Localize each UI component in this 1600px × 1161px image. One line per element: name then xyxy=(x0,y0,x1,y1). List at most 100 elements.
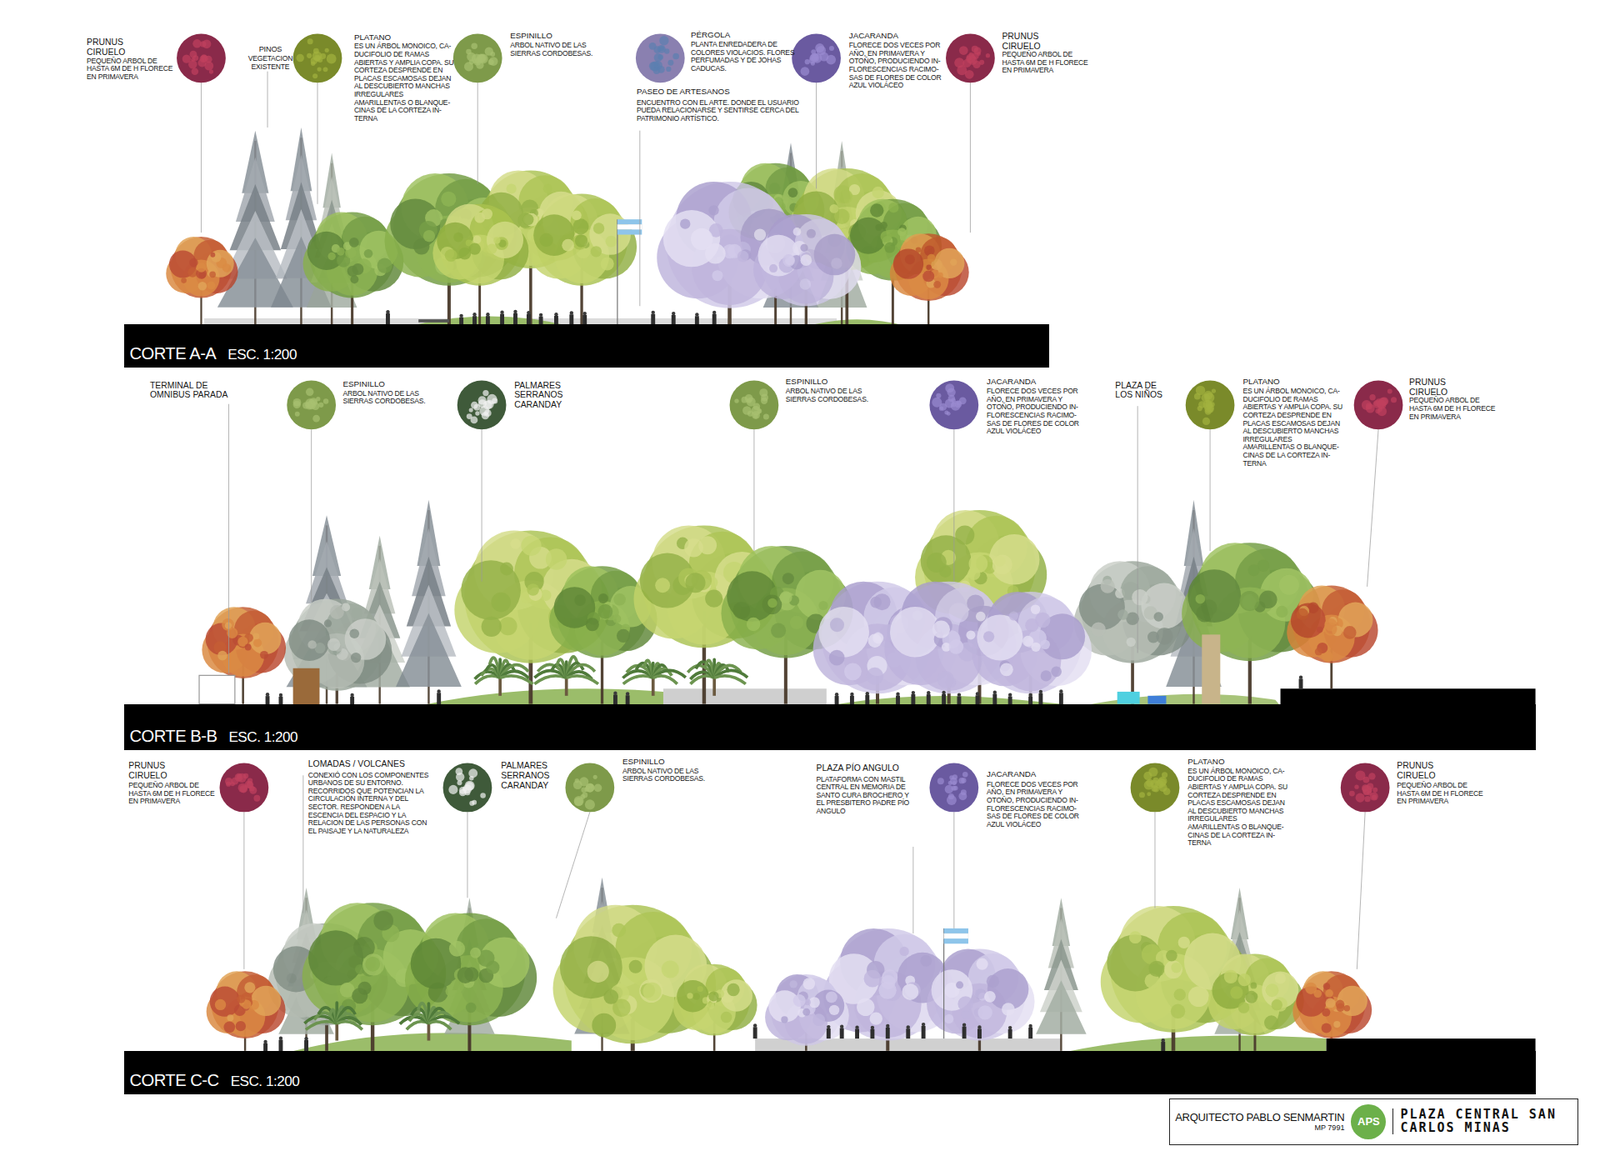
person-head xyxy=(459,314,463,318)
thumbnail-dot xyxy=(952,774,958,780)
tree xyxy=(753,214,861,325)
foliage xyxy=(643,982,662,1001)
foliage xyxy=(206,280,215,290)
species-note: ARBOL NATIVO DE LAS SIERRAS CORDOBESAS. xyxy=(510,41,602,58)
thumbnail-dot xyxy=(1362,776,1370,784)
thumbnail-dot xyxy=(948,780,953,785)
foliage xyxy=(965,630,975,640)
person-head xyxy=(1299,675,1303,679)
thumbnail-dot xyxy=(665,66,671,72)
foliage xyxy=(905,254,915,265)
species-note: PEQUEÑO ARBOL DE HASTA 6M DE H FLORECE E… xyxy=(86,57,174,82)
foliage xyxy=(249,622,282,655)
thumbnail-disc xyxy=(791,33,841,83)
thumbnail-dot xyxy=(759,388,768,397)
foliage xyxy=(932,620,950,639)
foliage xyxy=(871,186,884,199)
foliage xyxy=(365,956,380,972)
thumbnail-dot xyxy=(464,789,470,795)
thumbnail-dot xyxy=(326,54,337,65)
species-thumbnail xyxy=(635,33,685,83)
foliage xyxy=(1224,970,1238,984)
palm-frond xyxy=(318,1007,337,1024)
foliage xyxy=(481,616,502,637)
thumbnail-dot xyxy=(243,773,250,780)
foliage xyxy=(686,992,693,999)
thumbnail-dot xyxy=(1372,787,1378,793)
foliage xyxy=(1296,608,1309,620)
foliage xyxy=(351,607,363,619)
foliage xyxy=(575,234,588,247)
species-thumbnail xyxy=(176,33,226,83)
front-layer xyxy=(165,181,1378,1053)
foliage xyxy=(790,615,804,630)
foliage xyxy=(992,554,1013,575)
leader-line xyxy=(267,71,269,128)
species-name: PLATANO xyxy=(1187,757,1290,767)
leader-line xyxy=(1137,405,1139,653)
foliage xyxy=(198,281,208,291)
thumbnail-dot xyxy=(318,402,324,408)
species-name: PLATANO xyxy=(1242,377,1345,387)
thumbnail-dot xyxy=(1139,791,1145,798)
foliage xyxy=(976,615,1023,661)
tree xyxy=(206,970,286,1050)
foliage xyxy=(800,278,812,290)
person xyxy=(826,1025,831,1039)
person-head xyxy=(840,1025,844,1029)
thumbnail-dot xyxy=(734,398,739,403)
leader-line xyxy=(1356,811,1365,970)
thumbnail-dot xyxy=(1387,389,1393,395)
thumbnail-dot xyxy=(763,413,770,420)
thumbnail-dot xyxy=(209,69,214,74)
play-item xyxy=(1117,691,1140,705)
foliage xyxy=(880,230,892,243)
foliage xyxy=(260,650,269,660)
species-note: VEGETACION EXISTENTE xyxy=(236,55,305,71)
palm xyxy=(622,660,686,696)
foliage xyxy=(927,254,936,263)
foliage xyxy=(897,227,906,236)
person-head xyxy=(526,310,530,315)
foliage xyxy=(1250,981,1257,989)
person-head xyxy=(570,310,574,315)
foliage xyxy=(1323,982,1330,990)
species-name: ESPINILLO xyxy=(510,31,602,41)
thumbnail-dot xyxy=(182,55,191,64)
foliage xyxy=(975,611,986,622)
species-name: JACARANDA xyxy=(849,31,951,41)
foliage xyxy=(1325,997,1336,1008)
palm-frond xyxy=(418,1003,430,1024)
thumbnail-dot xyxy=(944,410,949,415)
species-thumbnail xyxy=(286,380,336,430)
foliage xyxy=(225,621,232,629)
thumbnail-dot xyxy=(485,46,494,55)
foliage xyxy=(780,590,793,604)
foliage xyxy=(708,205,719,215)
foliage xyxy=(881,969,898,985)
foliage xyxy=(221,618,235,631)
species-thumbnail xyxy=(791,33,841,83)
foliage xyxy=(490,592,510,612)
foliage xyxy=(460,560,521,620)
person-head xyxy=(554,312,558,316)
thumbnail-dot xyxy=(1364,795,1370,802)
foliage xyxy=(217,650,228,661)
person-body xyxy=(885,1027,890,1039)
species-note: PLANTA ENREDADERA DE COLORES VIOLACIOS. … xyxy=(690,40,804,73)
logo-circle: APS xyxy=(1350,1104,1386,1140)
foliage xyxy=(888,202,899,213)
foliage xyxy=(1165,950,1178,962)
thumbnail-dot xyxy=(667,60,674,66)
foliage xyxy=(800,244,808,252)
foliage xyxy=(788,187,799,198)
foliage xyxy=(1343,625,1357,640)
thumbnail-dot xyxy=(295,54,305,63)
foliage xyxy=(1333,1020,1340,1028)
foliage xyxy=(1316,626,1324,634)
person-head xyxy=(695,312,699,316)
thumbnail-disc xyxy=(443,763,493,813)
thumbnail-dot xyxy=(1354,785,1359,790)
person-head xyxy=(1039,690,1043,694)
thumbnail-dot xyxy=(225,777,233,785)
